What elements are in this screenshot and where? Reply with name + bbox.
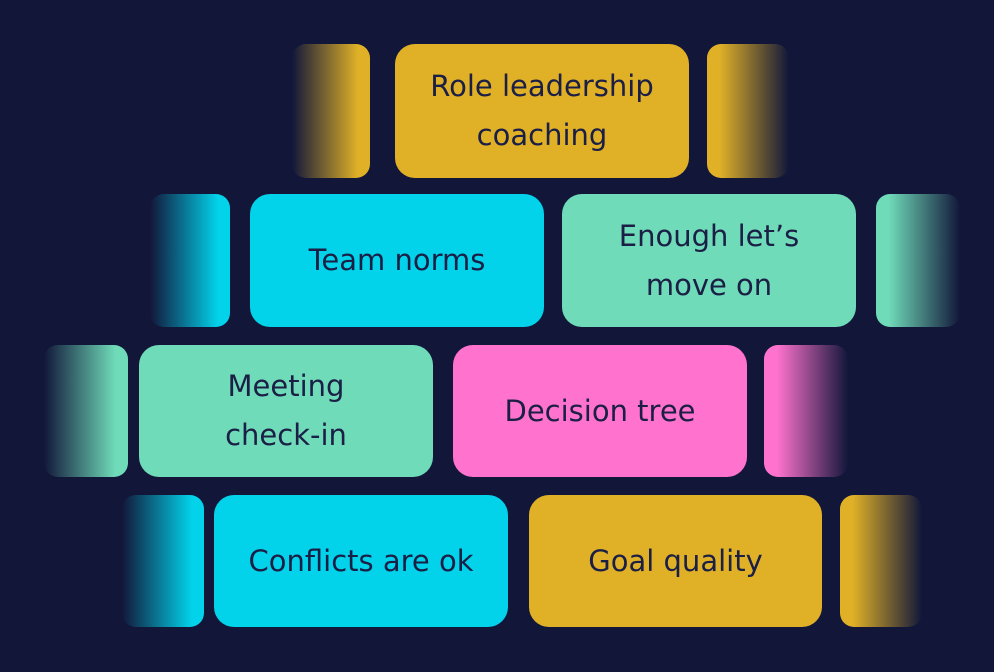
tile-stub-left-row-2 <box>150 194 230 327</box>
tile-goal-quality: Goal quality <box>529 495 822 627</box>
tile-team-norms: Team norms <box>250 194 544 327</box>
tile-line: coaching <box>476 118 608 152</box>
tile-stub-right-row-4 <box>840 495 922 627</box>
tile-conflicts-are-ok: Conflicts are ok <box>214 495 508 627</box>
tile-line: Meeting <box>227 369 345 404</box>
tile-stub-left-row-1 <box>292 44 370 178</box>
tile-decision-tree: Decision tree <box>453 345 747 477</box>
tile-stub-right-row-3 <box>764 345 848 477</box>
tile-line: Decision tree <box>504 393 696 428</box>
tile-enough-lets-move-on: Enough let’s move on <box>562 194 856 327</box>
tile-meeting-check-in: Meeting check-in <box>139 345 433 477</box>
tile-line: Enough let’s <box>618 218 800 253</box>
tile-line: move on <box>645 267 773 302</box>
tile-role-leadership-coaching: Role leadership coaching <box>395 44 689 178</box>
tile-line: Team norms <box>308 243 486 278</box>
tile-stub-left-row-4 <box>122 495 204 627</box>
tile-line: Conflicts are ok <box>248 543 474 578</box>
tile-stub-left-row-3 <box>44 345 128 477</box>
tile-line: check-in <box>225 418 347 452</box>
tile-line: Goal quality <box>588 543 763 578</box>
tile-stub-right-row-1 <box>707 44 789 178</box>
tile-line: Role leadership <box>430 69 654 104</box>
tile-stub-right-row-2 <box>876 194 960 327</box>
